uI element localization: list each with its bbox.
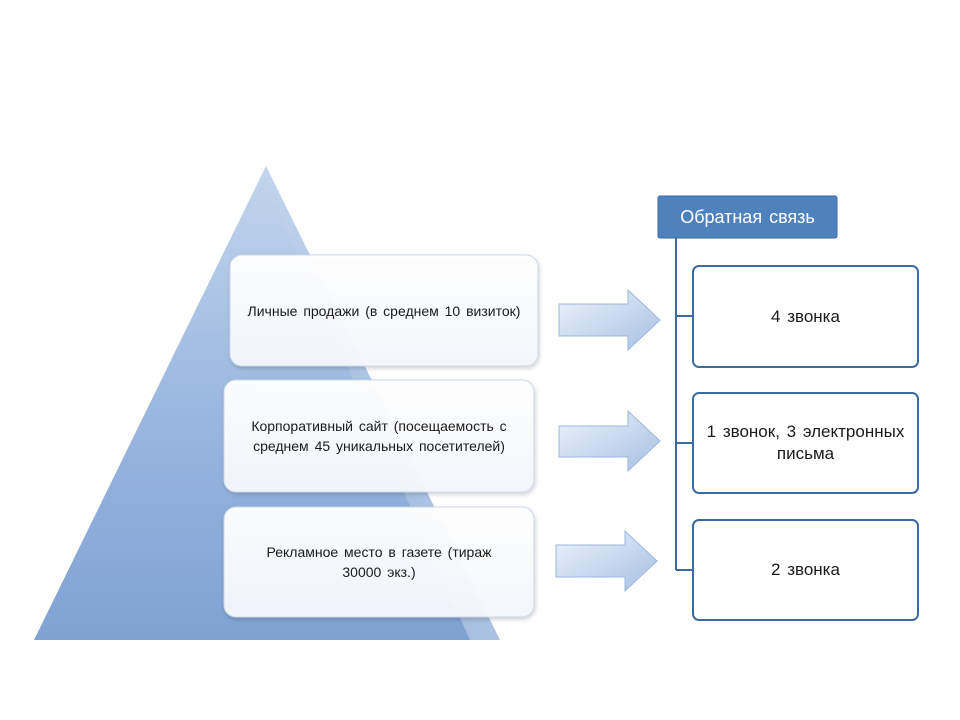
arrow-2	[558, 409, 661, 473]
level-text-3: Рекламное место в газете (тираж 30000 эк…	[266, 544, 492, 580]
result-text-3: 2 звонка	[771, 560, 840, 579]
level-box-2	[223, 379, 535, 493]
feedback-header-label: Обратная связь	[658, 196, 837, 238]
result-box-2	[692, 392, 919, 494]
level-text-2: Корпоративный сайт (посещаемость с средн…	[251, 418, 507, 454]
result-text-2: 1 звонок, 3 электронных письма	[706, 422, 905, 463]
result-text-1: 4 звонка	[771, 306, 840, 326]
result-label-2: 1 звонок, 3 электронных письма	[693, 393, 918, 493]
level-label-1: Личные продажи (в среднем 10 визиток)	[230, 255, 538, 366]
result-box-1	[692, 265, 919, 368]
level-text-1: Личные продажи (в среднем 10 визиток)	[247, 302, 521, 319]
arrow-3	[555, 529, 658, 593]
result-box-3	[692, 519, 919, 621]
level-label-2: Корпоративный сайт (посещаемость с средн…	[224, 380, 534, 492]
level-label-3: Рекламное место в газете (тираж 30000 эк…	[224, 507, 534, 617]
result-label-3: 2 звонка	[693, 520, 918, 620]
level-box-1	[229, 254, 539, 367]
arrow-1	[558, 288, 661, 352]
feedback-header-box	[657, 195, 838, 239]
result-label-1: 4 звонка	[693, 266, 918, 367]
level-box-3	[223, 506, 535, 618]
feedback-header-text: Обратная связь	[680, 206, 815, 227]
